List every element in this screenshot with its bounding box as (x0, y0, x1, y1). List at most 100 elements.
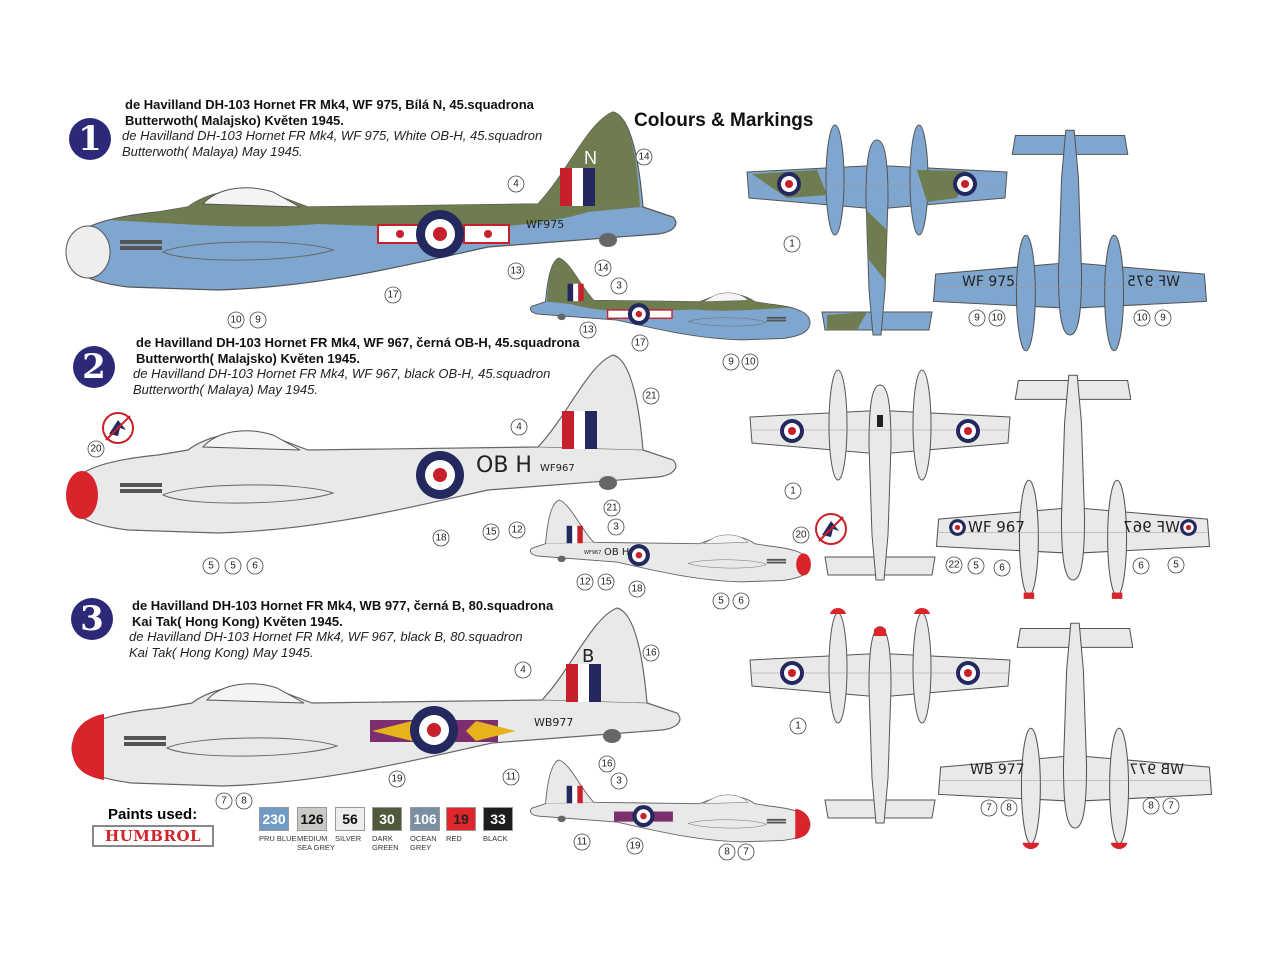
callout-number: 4 (514, 661, 532, 679)
paint-name: OCEAN GREY (410, 834, 437, 852)
callout-label: 8 (1006, 803, 1012, 814)
callout-number: 8 (718, 843, 736, 861)
caption-cz-line2: Butterworth( Malajsko) Květen 1945. (136, 350, 360, 366)
callout-number: 16 (642, 644, 660, 662)
callout-number: 12 (576, 573, 594, 591)
callout-number: 21 (642, 387, 660, 405)
callout-label: 13 (582, 325, 594, 336)
callout-label: 19 (629, 841, 641, 852)
callout-number: 7 (737, 843, 755, 861)
callout-number: 9 (1154, 309, 1172, 327)
squadron-code-small: OB H (604, 547, 629, 558)
callout-label: 6 (252, 561, 258, 572)
callout-label: 20 (795, 530, 807, 541)
callout-label: 3 (616, 776, 622, 787)
callout-label: 16 (601, 759, 613, 770)
callout-label: 20 (90, 444, 102, 455)
caption-cz-line1: de Havilland DH-103 Hornet FR Mk4, WF 97… (125, 97, 534, 112)
callout-number: 9 (968, 309, 986, 327)
callout-number: 13 (507, 262, 525, 280)
page-title: Colours & Markings (634, 110, 814, 131)
callout-label: 10 (744, 357, 756, 368)
callout-label: 12 (579, 577, 591, 588)
squadron-emblem (102, 412, 134, 444)
callout-number: 5 (712, 592, 730, 610)
callout-label: 8 (1148, 801, 1154, 812)
callout-label: 7 (221, 796, 227, 807)
callout-label: 19 (391, 774, 403, 785)
callout-label: 1 (790, 486, 796, 497)
callout-label: 5 (718, 596, 724, 607)
callout-number: 11 (502, 768, 520, 786)
callout-label: 18 (435, 533, 447, 544)
paint-name: PRU BLUE (259, 834, 297, 843)
callout-number: 7 (1162, 797, 1180, 815)
paint-name: SILVER (335, 834, 362, 843)
callout-number: 14 (594, 259, 612, 277)
callout-label: 17 (634, 338, 646, 349)
under-wing-serial: WF 975 (962, 274, 1015, 290)
callout-number: 14 (635, 148, 653, 166)
callout-number: 18 (432, 529, 450, 547)
callout-number: 4 (510, 418, 528, 436)
callout-number: 10 (741, 353, 759, 371)
callout-number: 19 (626, 837, 644, 855)
caption-cz-line1: de Havilland DH-103 Hornet FR Mk4, WB 97… (132, 598, 554, 613)
caption-en-line1: de Havilland DH-103 Hornet FR Mk4, WF 96… (133, 366, 551, 381)
callout-number: 7 (980, 799, 998, 817)
callout-number: 6 (246, 557, 264, 575)
fuselage-roundel (410, 706, 458, 754)
callout-label: 12 (511, 525, 523, 536)
callout-label: 7 (1168, 801, 1174, 812)
fuselage-roundel (416, 210, 464, 258)
scheme2-bottom-view (935, 374, 1211, 599)
callout-number: 22 (945, 556, 963, 574)
callout-number: 18 (628, 580, 646, 598)
callout-label: 1 (795, 721, 801, 732)
callout-label: 8 (724, 847, 730, 858)
caption-en-line2: Butterwoth( Malaya) May 1945. (122, 143, 303, 159)
paint-name: RED (446, 834, 462, 843)
callout-label: 5 (973, 561, 979, 572)
under-wing-serial-mirrored: WF 975 (1127, 274, 1180, 290)
callout-number: 19 (388, 770, 406, 788)
callout-label: 10 (1136, 313, 1148, 324)
fin-code: N (584, 148, 597, 168)
callout-number: 11 (573, 833, 591, 851)
under-wing-serial: WF 967 (968, 518, 1025, 536)
paint-code: 30 (372, 807, 402, 831)
scheme1-side-view-small (529, 257, 811, 341)
callout-number: 8 (1000, 799, 1018, 817)
caption-en-line1: de Havilland DH-103 Hornet FR Mk4, WF 97… (122, 128, 543, 143)
callout-label: 7 (743, 847, 749, 858)
callout-number: 8 (1142, 797, 1160, 815)
callout-number: 6 (993, 559, 1011, 577)
callout-number: 9 (249, 311, 267, 329)
callout-number: 3 (610, 277, 628, 295)
caption-cz-line2: Kai Tak( Hong Kong) Květen 1945. (132, 613, 343, 629)
callout-label: 13 (510, 266, 522, 277)
scheme3-side-view-small (529, 759, 811, 843)
fuselage-roundel (416, 451, 464, 499)
fuselage-bar-left (377, 224, 424, 244)
callout-label: 4 (516, 422, 522, 433)
callout-label: 11 (577, 837, 588, 848)
scheme2-side-view-small (529, 499, 811, 583)
callout-label: 14 (638, 152, 650, 163)
paints-title: Paints used: (108, 806, 198, 823)
paint-name: BLACK (483, 834, 508, 843)
callout-number: 16 (598, 755, 616, 773)
callout-label: 16 (645, 648, 657, 659)
scheme2-caption: de Havilland DH-103 Hornet FR Mk4, WF 96… (133, 335, 580, 397)
squadron-code: OB H (476, 453, 532, 478)
under-wing-serial-mirrored: WF 967 (1123, 518, 1180, 536)
callout-number: 13 (579, 321, 597, 339)
callout-number: 3 (607, 518, 625, 536)
callout-number: 4 (507, 175, 525, 193)
paint-code: 126 (297, 807, 327, 831)
scheme3-top-view (749, 608, 1011, 824)
